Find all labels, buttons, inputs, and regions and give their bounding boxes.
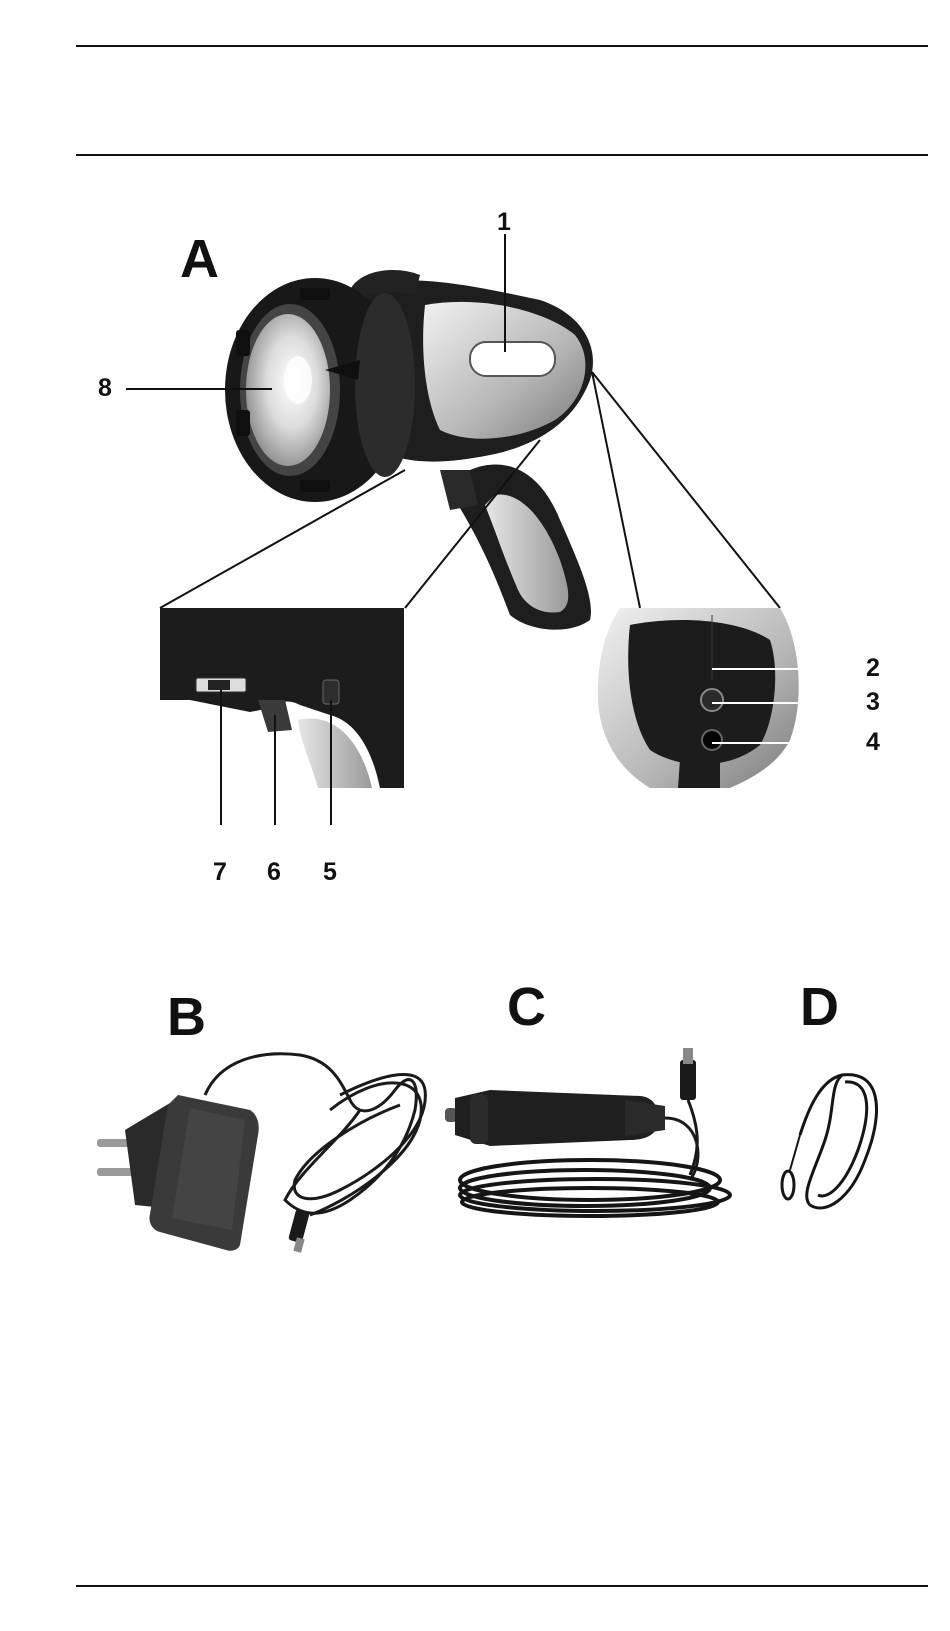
callout-2: 2 xyxy=(866,656,880,681)
detail-inset-switches xyxy=(160,608,404,825)
spotlight-led-window xyxy=(470,342,555,376)
figure-b-label: B xyxy=(167,990,206,1044)
detail-inset-ports xyxy=(598,608,864,788)
callout-8: 8 xyxy=(98,376,112,401)
figure-d-label: D xyxy=(800,980,839,1034)
callout-1: 1 xyxy=(497,210,511,235)
car-adapter-drawing xyxy=(445,1048,730,1216)
callout-7: 7 xyxy=(213,860,227,885)
callout-6: 6 xyxy=(267,860,281,885)
figure-c-label: C xyxy=(507,980,546,1034)
spotlight-ribs xyxy=(355,293,415,477)
callout-3: 3 xyxy=(866,690,880,715)
mains-adapter-drawing xyxy=(97,1054,425,1253)
spotlight-drawing xyxy=(225,270,593,630)
figure-a-label: A xyxy=(180,232,219,286)
callout-5: 5 xyxy=(323,860,337,885)
lanyard-drawing xyxy=(782,1075,877,1208)
callout-4: 4 xyxy=(866,730,880,755)
